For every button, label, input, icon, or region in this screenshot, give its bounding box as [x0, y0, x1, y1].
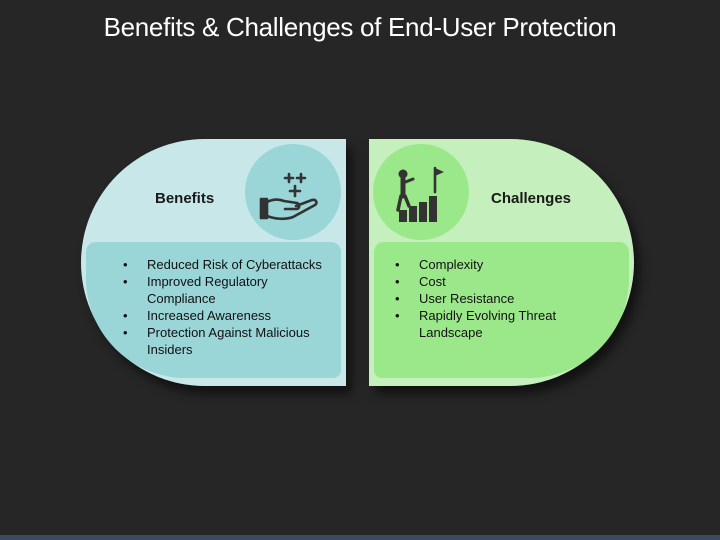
climbing-steps-flag-icon [396, 166, 444, 222]
list-item: Protection Against Malicious Insiders [123, 324, 333, 358]
list-item: Increased Awareness [123, 307, 333, 324]
list-item: Rapidly Evolving Threat Landscape [395, 307, 585, 341]
list-item: User Resistance [395, 290, 585, 307]
benefits-icon-circle [245, 144, 341, 240]
slide-title: Benefits & Challenges of End-User Protec… [103, 12, 617, 42]
list-item: Complexity [395, 256, 585, 273]
challenges-icon-circle [373, 144, 469, 240]
benefits-list: Reduced Risk of Cyberattacks Improved Re… [123, 256, 333, 358]
challenges-heading: Challenges [491, 190, 572, 207]
challenges-list: Complexity Cost User Resistance Rapidly … [395, 256, 585, 341]
challenges-panel: Challenges Complexity Cost User Resistan… [369, 139, 634, 386]
hand-sparkles-icon [259, 172, 318, 221]
bottom-bar [0, 535, 720, 540]
benefits-panel: Benefits Reduced Risk of Cyberattacks Im… [81, 139, 346, 386]
benefits-heading: Benefits [155, 190, 215, 207]
list-item: Cost [395, 273, 585, 290]
list-item: Reduced Risk of Cyberattacks [123, 256, 333, 273]
list-item: Improved Regulatory Compliance [123, 273, 333, 307]
